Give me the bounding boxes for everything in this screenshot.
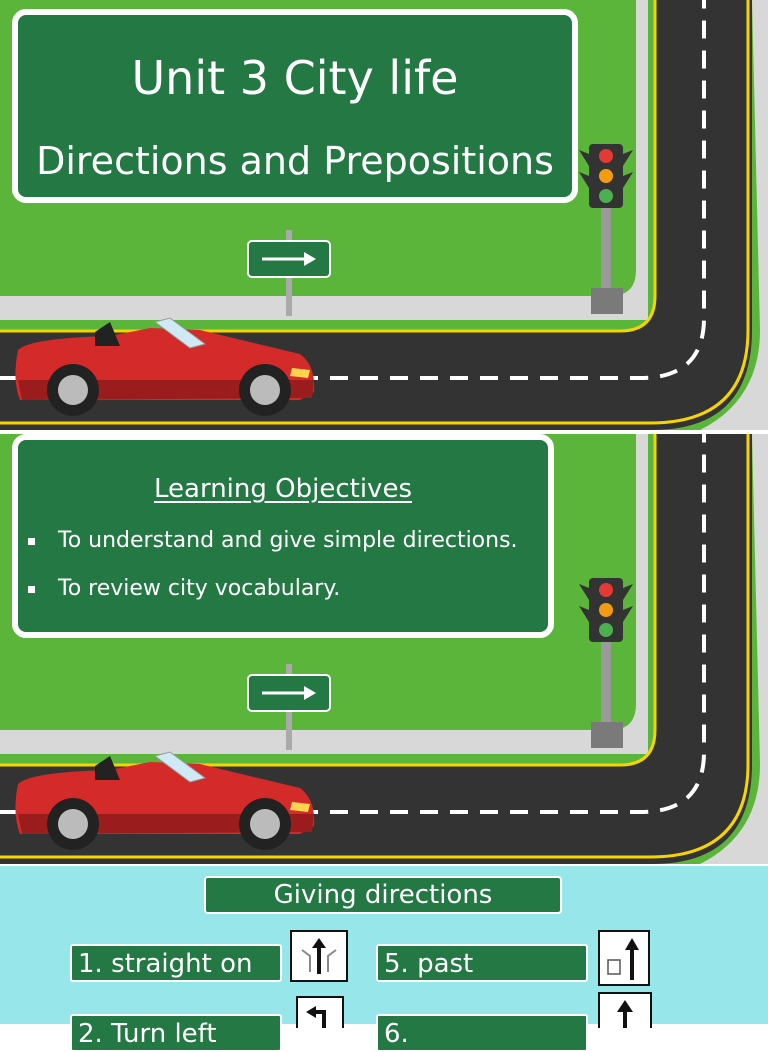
arrow-sign-icon bbox=[247, 230, 331, 316]
page-subtitle: Directions and Prepositions bbox=[36, 139, 554, 183]
objectives-list: To understand and give simple directions… bbox=[28, 528, 518, 624]
slide-divider bbox=[0, 864, 768, 866]
turn-left-arrow-icon bbox=[296, 996, 344, 1028]
red-car-icon bbox=[15, 751, 315, 850]
page-title: Unit 3 City life bbox=[131, 51, 459, 105]
direction-item-2: 2. Turn left bbox=[70, 1014, 282, 1052]
section-header: Giving directions bbox=[204, 876, 562, 914]
traffic-light-icon bbox=[579, 578, 633, 748]
direction-item-6: 6. bbox=[376, 1014, 588, 1052]
objectives-sign: Learning Objectives To understand and gi… bbox=[12, 434, 554, 638]
title-sign: Unit 3 City life Directions and Preposit… bbox=[12, 9, 578, 203]
straight-on-arrows-icon bbox=[290, 930, 348, 982]
up-arrow-icon bbox=[598, 992, 652, 1028]
objectives-heading: Learning Objectives bbox=[154, 474, 412, 504]
past-arrow-icon bbox=[598, 930, 650, 986]
slide-title: Unit 3 City life Directions and Preposit… bbox=[0, 0, 768, 430]
slide-giving-directions: Giving directions 1. straight on 5. past… bbox=[0, 866, 768, 1052]
arrow-sign-icon bbox=[247, 664, 331, 750]
list-item: To understand and give simple directions… bbox=[28, 528, 518, 576]
direction-item-5: 5. past bbox=[376, 944, 588, 982]
list-item: To review city vocabulary. bbox=[28, 576, 518, 624]
direction-item-1: 1. straight on bbox=[70, 944, 282, 982]
traffic-light-icon bbox=[579, 144, 633, 314]
red-car-icon bbox=[15, 317, 315, 416]
slide-objectives: Learning Objectives To understand and gi… bbox=[0, 434, 768, 864]
slide-divider bbox=[0, 430, 768, 434]
